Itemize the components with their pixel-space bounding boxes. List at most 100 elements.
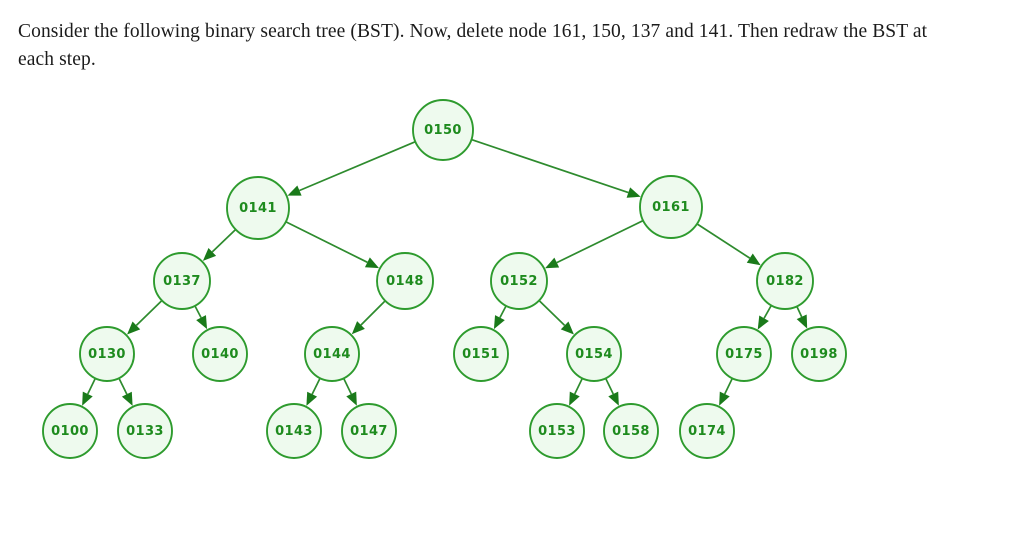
tree-edge [127, 299, 163, 335]
node-circle[interactable] [266, 403, 322, 459]
node-circle[interactable] [490, 252, 548, 310]
tree-node[interactable]: 0182 [756, 252, 814, 310]
tree-node[interactable]: 0175 [716, 326, 772, 382]
tree-edge [569, 377, 584, 406]
node-circle[interactable] [304, 326, 360, 382]
tree-edge [202, 228, 237, 261]
node-circle[interactable] [756, 252, 814, 310]
tree-node[interactable]: 0144 [304, 326, 360, 382]
node-label: 0100 [51, 424, 89, 439]
tree-edge [471, 138, 641, 198]
node-label: 0161 [652, 200, 690, 215]
tree-edge [719, 377, 734, 406]
tree-edge [342, 377, 357, 406]
node-label: 0198 [800, 347, 838, 362]
arrowhead-icon [202, 247, 217, 261]
node-label: 0137 [163, 274, 201, 289]
edge-line [556, 219, 644, 264]
node-label: 0151 [462, 347, 500, 362]
tree-node[interactable]: 0150 [412, 99, 474, 161]
node-circle[interactable] [376, 252, 434, 310]
node-label: 0152 [500, 274, 538, 289]
tree-edge [545, 219, 644, 269]
node-circle[interactable] [341, 403, 397, 459]
edge-line [194, 305, 202, 319]
tree-edge [285, 221, 380, 269]
tree-node[interactable]: 0174 [679, 403, 735, 459]
edge-line [573, 377, 584, 395]
node-circle[interactable] [42, 403, 98, 459]
arrowhead-icon [346, 391, 357, 406]
tree-edge [696, 223, 761, 266]
bst-diagram: 0150 0141 0161 0137 0148 0152 0182 0130 0140 0144… [0, 86, 1011, 537]
node-label: 0143 [275, 424, 313, 439]
tree-edge [796, 306, 808, 329]
arrowhead-icon [287, 185, 302, 196]
arrowhead-icon [796, 314, 808, 329]
edge-line [538, 299, 566, 327]
node-circle[interactable] [117, 403, 173, 459]
arrowhead-icon [82, 391, 93, 406]
node-circle[interactable] [226, 176, 290, 240]
tree-node[interactable]: 0100 [42, 403, 98, 459]
tree-node[interactable]: 0140 [192, 326, 248, 382]
node-circle[interactable] [153, 252, 211, 310]
edge-line [499, 305, 507, 319]
tree-node[interactable]: 0152 [490, 252, 548, 310]
node-circle[interactable] [453, 326, 509, 382]
arrowhead-icon [560, 321, 574, 335]
tree-node[interactable]: 0154 [566, 326, 622, 382]
edge-line [342, 377, 353, 395]
node-label: 0158 [612, 424, 650, 439]
tree-edge [538, 299, 574, 335]
node-circle[interactable] [412, 99, 474, 161]
node-circle[interactable] [192, 326, 248, 382]
node-label: 0144 [313, 347, 351, 362]
arrowhead-icon [626, 187, 641, 198]
tree-node[interactable]: 0141 [226, 176, 290, 240]
tree-edge [493, 305, 507, 330]
tree-edge [757, 304, 773, 330]
node-circle[interactable] [529, 403, 585, 459]
tree-node[interactable]: 0161 [639, 175, 703, 239]
tree-node[interactable]: 0130 [79, 326, 135, 382]
node-circle[interactable] [791, 326, 847, 382]
arrowhead-icon [351, 321, 365, 335]
node-circle[interactable] [639, 175, 703, 239]
arrowhead-icon [493, 315, 505, 330]
arrowhead-icon [127, 321, 141, 335]
tree-node[interactable]: 0147 [341, 403, 397, 459]
node-label: 0147 [350, 424, 388, 439]
node-circle[interactable] [79, 326, 135, 382]
tree-node[interactable]: 0153 [529, 403, 585, 459]
edges-layer [82, 138, 808, 406]
arrowhead-icon [569, 391, 580, 406]
tree-node[interactable]: 0143 [266, 403, 322, 459]
arrowhead-icon [196, 315, 208, 330]
tree-node[interactable]: 0198 [791, 326, 847, 382]
tree-node[interactable]: 0151 [453, 326, 509, 382]
edge-line [604, 377, 615, 395]
edge-line [86, 377, 97, 395]
tree-edge [118, 377, 133, 406]
edge-line [211, 228, 237, 253]
node-circle[interactable] [716, 326, 772, 382]
node-label: 0154 [575, 347, 613, 362]
tree-node[interactable]: 0158 [603, 403, 659, 459]
arrowhead-icon [719, 391, 730, 406]
node-circle[interactable] [679, 403, 735, 459]
node-label: 0133 [126, 424, 164, 439]
tree-node[interactable]: 0148 [376, 252, 434, 310]
edge-line [135, 299, 163, 327]
node-circle[interactable] [566, 326, 622, 382]
tree-node[interactable]: 0137 [153, 252, 211, 310]
tree-node[interactable]: 0133 [117, 403, 173, 459]
edge-line [796, 306, 803, 318]
node-label: 0182 [766, 274, 804, 289]
node-label: 0175 [725, 347, 763, 362]
arrowhead-icon [746, 253, 761, 266]
node-circle[interactable] [603, 403, 659, 459]
edge-line [311, 377, 321, 395]
arrowhead-icon [757, 315, 769, 330]
arrowhead-icon [306, 391, 318, 406]
